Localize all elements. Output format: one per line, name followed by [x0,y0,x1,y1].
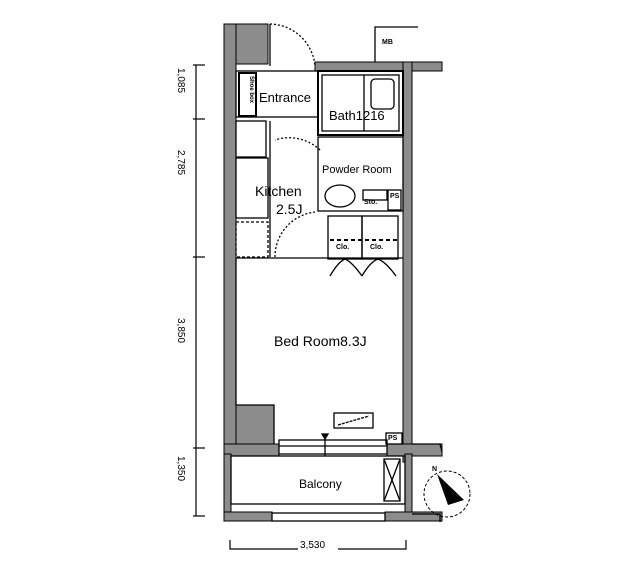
dimension-3: 3,850 [175,318,186,344]
closet-label-1: Clo. [336,244,350,251]
dimension-2: 2,785 [175,150,186,176]
entrance-label: Entrance [259,90,312,105]
kitchen-size: 2.5J [276,201,303,217]
closet-label-2: Clo. [370,244,384,251]
balcony-label: Balcony [299,477,342,491]
dimension-width: 3,530 [300,540,326,551]
compass-north-label: N [432,466,438,473]
shoebox-label: Shoe box [248,76,254,104]
storage-label: Sto. [364,199,378,206]
powder-room-label: Powder Room [322,164,392,176]
pipe-space-label: PS [390,193,400,200]
kitchen-label: Kitchen [255,183,302,199]
vertical-dimension-line [193,64,205,517]
dimension-1: 1,085 [175,68,186,94]
bedroom-label: Bed Room8.3J [274,333,367,349]
dimension-4: 1,350 [175,456,186,482]
horizontal-dimension-line [229,540,407,550]
bath-label: Bath1216 [329,108,385,123]
walls [223,23,443,522]
compass-icon [423,470,471,518]
pipe-space-label-2: PS [388,435,398,442]
meter-box-label: MB [382,39,393,46]
interior-lines [230,23,443,522]
